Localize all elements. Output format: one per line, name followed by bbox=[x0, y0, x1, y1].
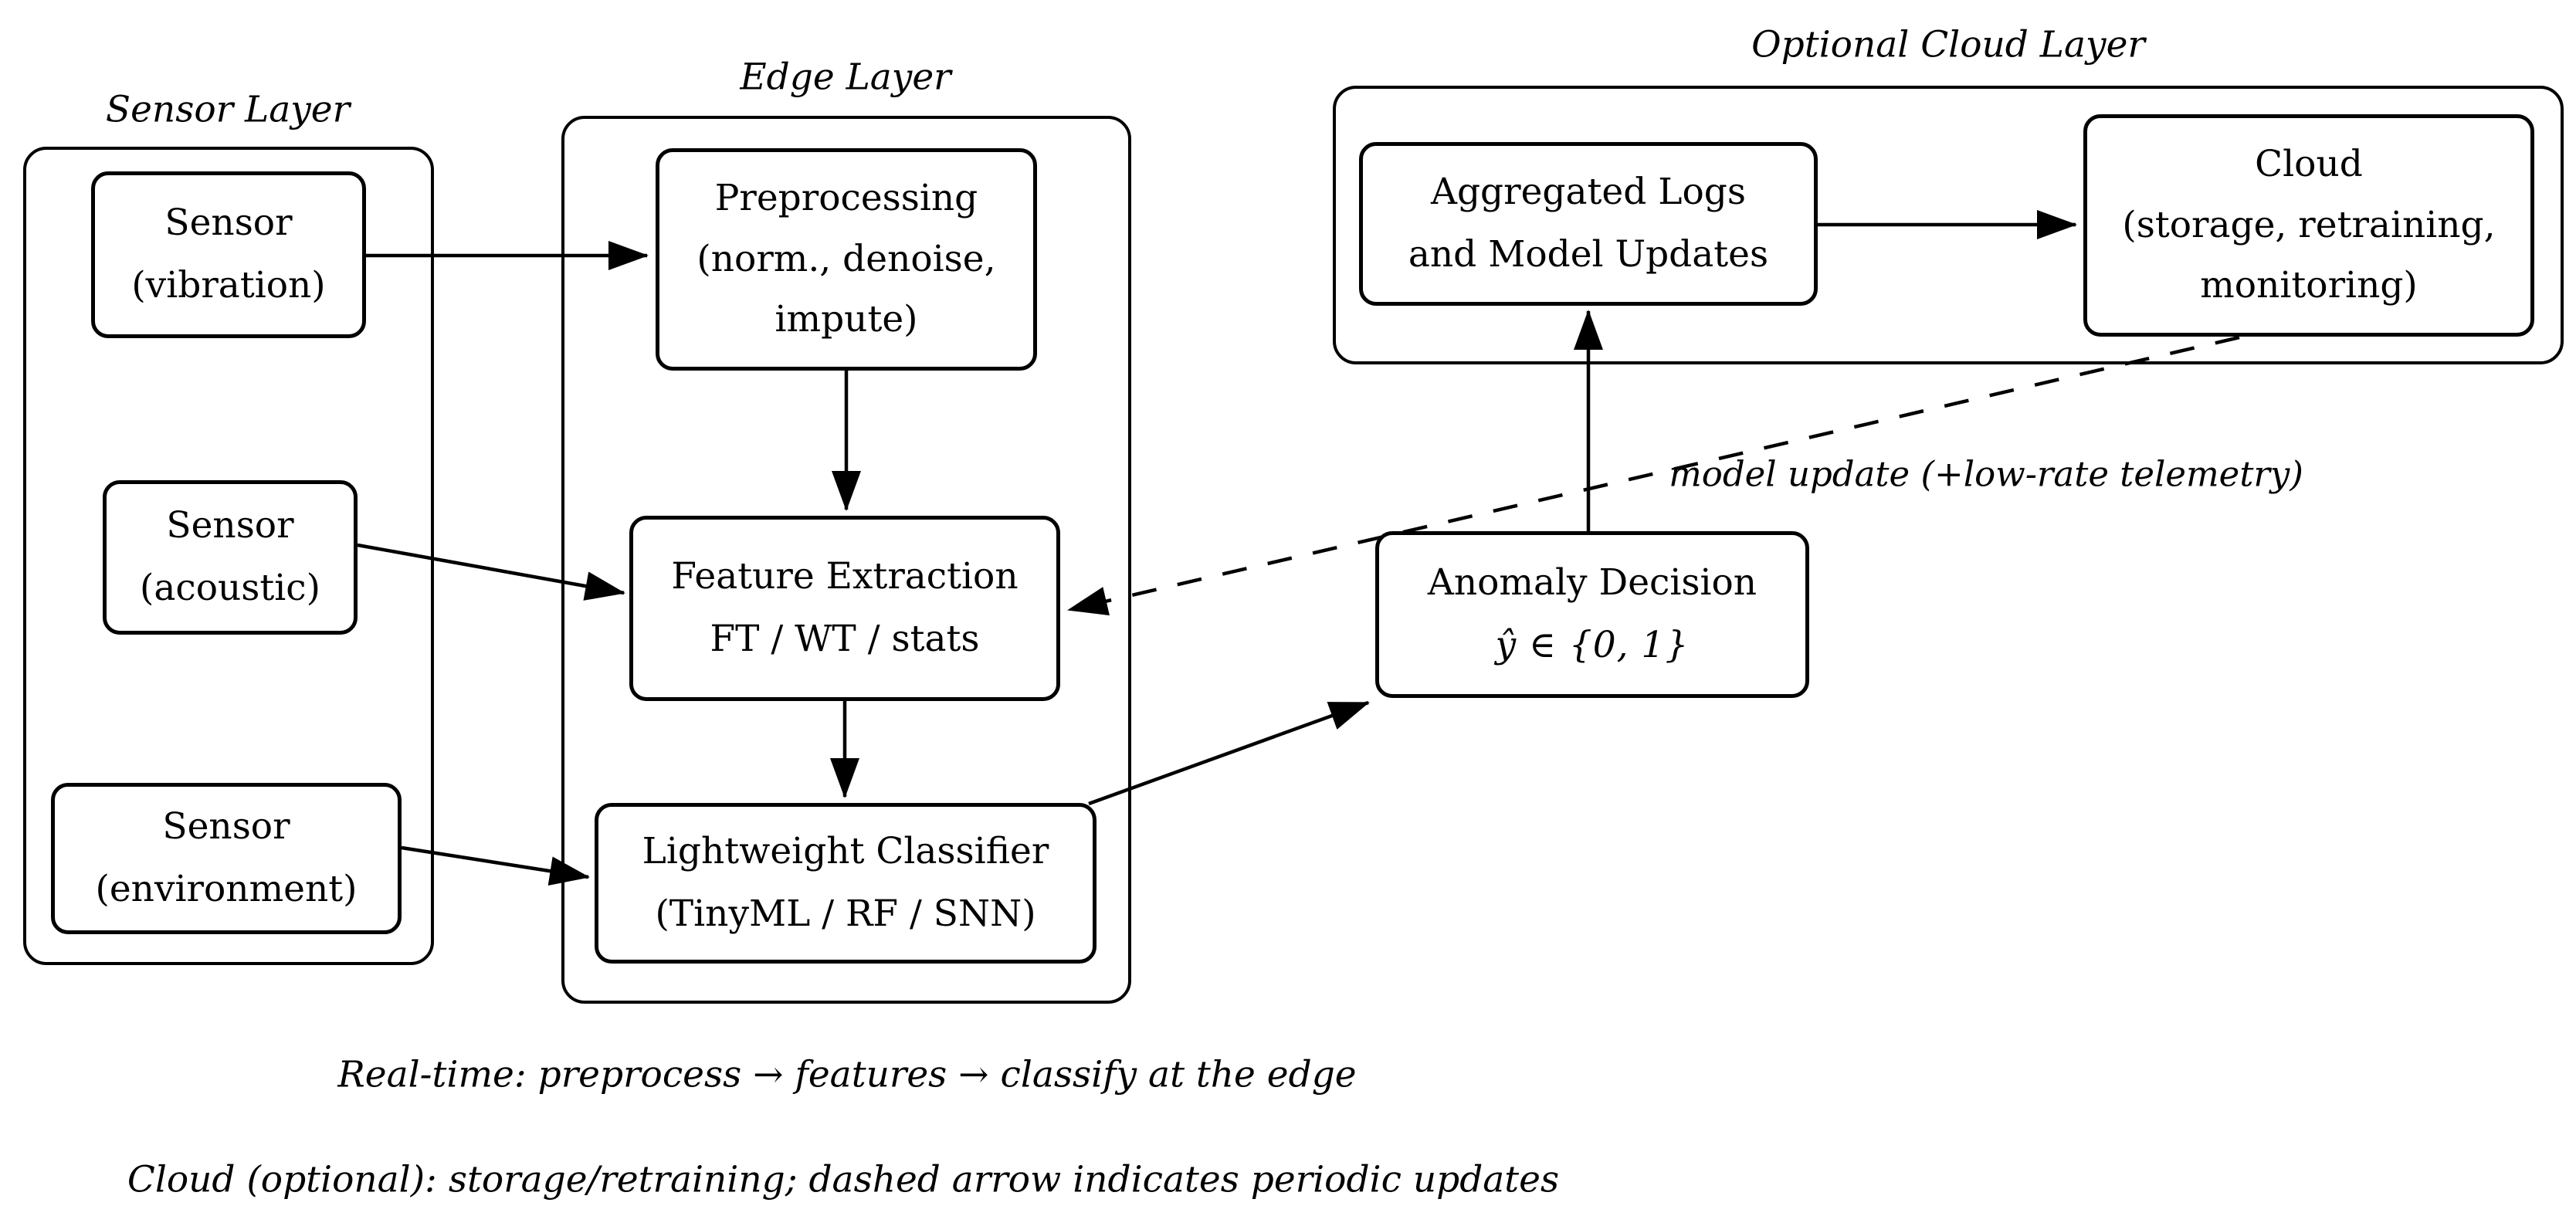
node-text-line: monitoring) bbox=[2200, 264, 2418, 307]
edge-layer-container bbox=[561, 116, 1131, 1004]
sensor-layer-container bbox=[23, 147, 434, 965]
node-math-line: ŷ ∈ {0, 1} bbox=[1495, 624, 1690, 666]
node-text-line: (environment) bbox=[95, 868, 358, 910]
cloud-layer-label: Optional Cloud Layer bbox=[1751, 23, 2145, 66]
node-text-line: and Model Updates bbox=[1408, 233, 1769, 276]
node-text-line: (norm., denoise, bbox=[697, 237, 996, 280]
node-text-line: Lightweight Classifier bbox=[642, 830, 1049, 873]
node-text-line: Sensor bbox=[164, 202, 293, 245]
node-sensor-environment: Sensor (environment) bbox=[51, 783, 402, 934]
node-lightweight-classifier: Lightweight Classifier (TinyML / RF / SN… bbox=[595, 803, 1096, 964]
node-text-line: Feature Extraction bbox=[671, 555, 1019, 598]
node-sensor-vibration: Sensor (vibration) bbox=[91, 171, 366, 338]
node-text-line: Cloud bbox=[2255, 142, 2363, 185]
node-text-line: Preprocessing bbox=[714, 176, 978, 219]
node-feature-extraction: Feature Extraction FT / WT / stats bbox=[629, 516, 1060, 701]
node-text-line: Aggregated Logs bbox=[1431, 171, 1746, 214]
caption-realtime: Real-time: preprocess → features → class… bbox=[337, 1053, 1357, 1096]
node-text-line: Sensor bbox=[162, 805, 290, 848]
node-text-line: (acoustic) bbox=[140, 567, 320, 609]
node-aggregated-logs: Aggregated Logs and Model Updates bbox=[1359, 142, 1818, 306]
node-text-line: (storage, retraining, bbox=[2122, 203, 2496, 246]
node-text-line: Sensor bbox=[166, 504, 294, 547]
caption-cloud-optional: Cloud (optional): storage/retraining; da… bbox=[127, 1158, 1560, 1201]
node-sensor-acoustic: Sensor (acoustic) bbox=[103, 480, 358, 635]
edge-layer-label: Edge Layer bbox=[740, 56, 951, 99]
node-text-line: Anomaly Decision bbox=[1427, 561, 1757, 605]
node-text-line: (vibration) bbox=[131, 264, 326, 307]
model-update-label: model update (+low-rate telemetry) bbox=[1669, 453, 2303, 495]
sensor-layer-label: Sensor Layer bbox=[105, 88, 351, 131]
cloud-layer-container bbox=[1333, 86, 2564, 364]
node-anomaly-decision: Anomaly Decision ŷ ∈ {0, 1} bbox=[1375, 531, 1809, 698]
node-cloud: Cloud (storage, retraining, monitoring) bbox=[2083, 114, 2534, 337]
node-preprocessing: Preprocessing (norm., denoise, impute) bbox=[656, 148, 1037, 371]
node-text-line: FT / WT / stats bbox=[710, 618, 980, 660]
node-text-line: impute) bbox=[774, 298, 918, 341]
node-text-line: (TinyML / RF / SNN) bbox=[655, 893, 1036, 935]
